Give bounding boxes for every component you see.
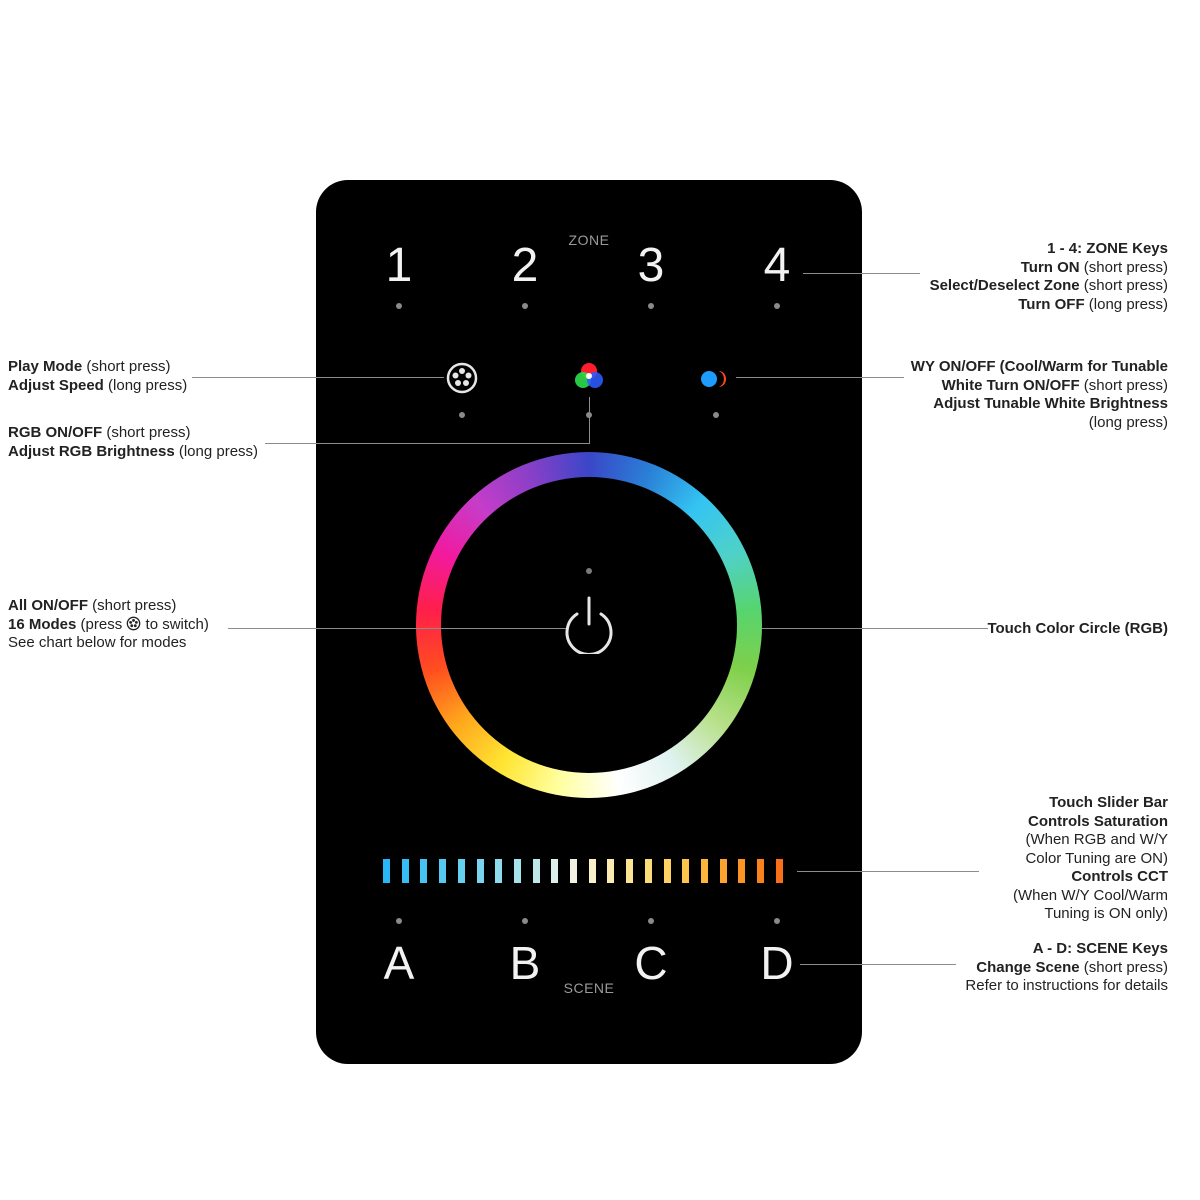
zone-callout-line2: Turn ON (short press) xyxy=(1020,258,1168,276)
rgb-callout-line2: Adjust RGB Brightness (long press) xyxy=(8,442,259,460)
slider-segment[interactable] xyxy=(551,859,558,883)
play-callout-line2: Adjust Speed (long press) xyxy=(8,376,188,394)
zone-indicator-2 xyxy=(522,303,528,309)
slider-callout-line6: (When W/Y Cool/Warm xyxy=(1012,886,1168,904)
slider-callout-line4: Color Tuning are ON) xyxy=(1025,849,1168,867)
wy-callout: WY ON/OFF (Cool/Warm for Tunable White T… xyxy=(911,358,1168,432)
rgb-leader-vertical xyxy=(589,397,590,443)
all-callout-line2: 16 Modes (press to switch) xyxy=(8,615,209,633)
zone-key-1[interactable]: 1 xyxy=(385,239,413,292)
all-callout-line3: See chart below for modes xyxy=(8,634,187,651)
slider-callout-line3: (When RGB and W/Y xyxy=(1025,831,1168,848)
wy-callout-line3: Adjust Tunable White Brightness xyxy=(933,395,1168,412)
scene-key-b[interactable]: B xyxy=(509,937,541,989)
scene-callout-title: A - D: SCENE Keys xyxy=(1032,940,1168,957)
slider-segment[interactable] xyxy=(757,859,764,883)
scene-indicator-b xyxy=(522,918,528,924)
zone-callout-title: 1 - 4: ZONE Keys xyxy=(1047,240,1168,257)
circle-callout-title: Touch Color Circle (RGB) xyxy=(987,620,1168,637)
play-callout-line1: Play Mode (short press) xyxy=(8,358,171,375)
slider-segment[interactable] xyxy=(439,859,446,883)
slider-leader xyxy=(797,871,979,872)
slider-callout-line2: Controls Saturation xyxy=(1027,812,1168,830)
slider-segment[interactable] xyxy=(402,859,409,883)
slider-segment[interactable] xyxy=(626,859,633,883)
control-panel: ZONE 1 2 3 4 xyxy=(316,180,862,1064)
slider-callout-line5: Controls CCT xyxy=(1071,868,1168,885)
slider-segment[interactable] xyxy=(682,859,689,883)
all-callout-line1: All ON/OFF (short press) xyxy=(8,597,177,614)
zone-key-3[interactable]: 3 xyxy=(637,239,665,292)
slider-segment[interactable] xyxy=(645,859,652,883)
slider-callout-title: Touch Slider Bar xyxy=(1049,794,1168,811)
play-leader xyxy=(192,377,444,378)
rgb-callout: RGB ON/OFF (short press) Adjust RGB Brig… xyxy=(8,424,258,461)
scene-indicator-d xyxy=(774,918,780,924)
slider-segment[interactable] xyxy=(570,859,577,883)
slider-callout-line7: Tuning is ON only) xyxy=(1044,905,1168,922)
scene-indicator-c xyxy=(648,918,654,924)
scene-indicator-a xyxy=(396,918,402,924)
play-mode-inline-icon xyxy=(127,616,141,630)
saturation-slider[interactable] xyxy=(383,859,795,883)
rgb-callout-line1: RGB ON/OFF (short press) xyxy=(8,424,191,441)
power-indicator xyxy=(586,568,592,574)
slider-callout: Touch Slider Bar Controls Saturation (Wh… xyxy=(1013,794,1168,924)
scene-callout-line3: Refer to instructions for details xyxy=(965,977,1168,994)
zone-indicator-4 xyxy=(774,303,780,309)
all-callout: All ON/OFF (short press) 16 Modes (press… xyxy=(8,597,209,653)
slider-segment[interactable] xyxy=(383,859,390,883)
scene-callout-line2: Change Scene (short press) xyxy=(976,958,1168,976)
zone-callout-line4: Turn OFF (long press) xyxy=(1018,295,1168,313)
rgb-leader xyxy=(265,443,590,444)
slider-segment[interactable] xyxy=(776,859,783,883)
white-tunable-icon[interactable] xyxy=(698,368,734,390)
scene-key-c[interactable]: C xyxy=(634,937,668,989)
zone-indicator-1 xyxy=(396,303,402,309)
slider-segment[interactable] xyxy=(458,859,465,883)
zone-callout-line3: Select/Deselect Zone (short press) xyxy=(929,277,1168,294)
power-icon[interactable] xyxy=(562,594,616,654)
white-tunable-indicator xyxy=(713,412,719,418)
zone-key-2[interactable]: 2 xyxy=(511,239,539,292)
scene-key-d[interactable]: D xyxy=(760,937,794,989)
wy-callout-line4: (long press) xyxy=(1088,413,1168,431)
zone-title: ZONE xyxy=(568,232,610,248)
wy-leader xyxy=(736,377,904,378)
play-mode-icon[interactable] xyxy=(445,361,479,395)
zone-callout: 1 - 4: ZONE Keys Turn ON (short press) S… xyxy=(930,240,1168,314)
slider-segment[interactable] xyxy=(495,859,502,883)
rgb-icon[interactable] xyxy=(570,360,608,396)
slider-segment[interactable] xyxy=(477,859,484,883)
slider-segment[interactable] xyxy=(701,859,708,883)
slider-segment[interactable] xyxy=(533,859,540,883)
slider-segment[interactable] xyxy=(420,859,427,883)
wy-callout-title: WY ON/OFF (Cool/Warm for Tunable xyxy=(910,358,1168,375)
circle-callout: Touch Color Circle (RGB) xyxy=(987,620,1168,639)
scene-leader xyxy=(800,964,956,965)
zone-leader xyxy=(803,273,920,274)
slider-segment[interactable] xyxy=(738,859,745,883)
zone-key-4[interactable]: 4 xyxy=(763,239,791,292)
scene-key-a[interactable]: A xyxy=(383,937,415,989)
slider-segment[interactable] xyxy=(589,859,596,883)
circle-leader xyxy=(762,628,988,629)
scene-callout: A - D: SCENE Keys Change Scene (short pr… xyxy=(965,940,1168,996)
slider-segment[interactable] xyxy=(514,859,521,883)
scene-title: SCENE xyxy=(563,980,615,996)
zone-indicator-3 xyxy=(648,303,654,309)
all-leader xyxy=(228,628,566,629)
wy-callout-line2: White Turn ON/OFF (short press) xyxy=(941,376,1168,394)
play-mode-indicator xyxy=(459,412,465,418)
slider-segment[interactable] xyxy=(664,859,671,883)
slider-segment[interactable] xyxy=(720,859,727,883)
play-callout: Play Mode (short press) Adjust Speed (lo… xyxy=(8,358,187,395)
slider-segment[interactable] xyxy=(607,859,614,883)
